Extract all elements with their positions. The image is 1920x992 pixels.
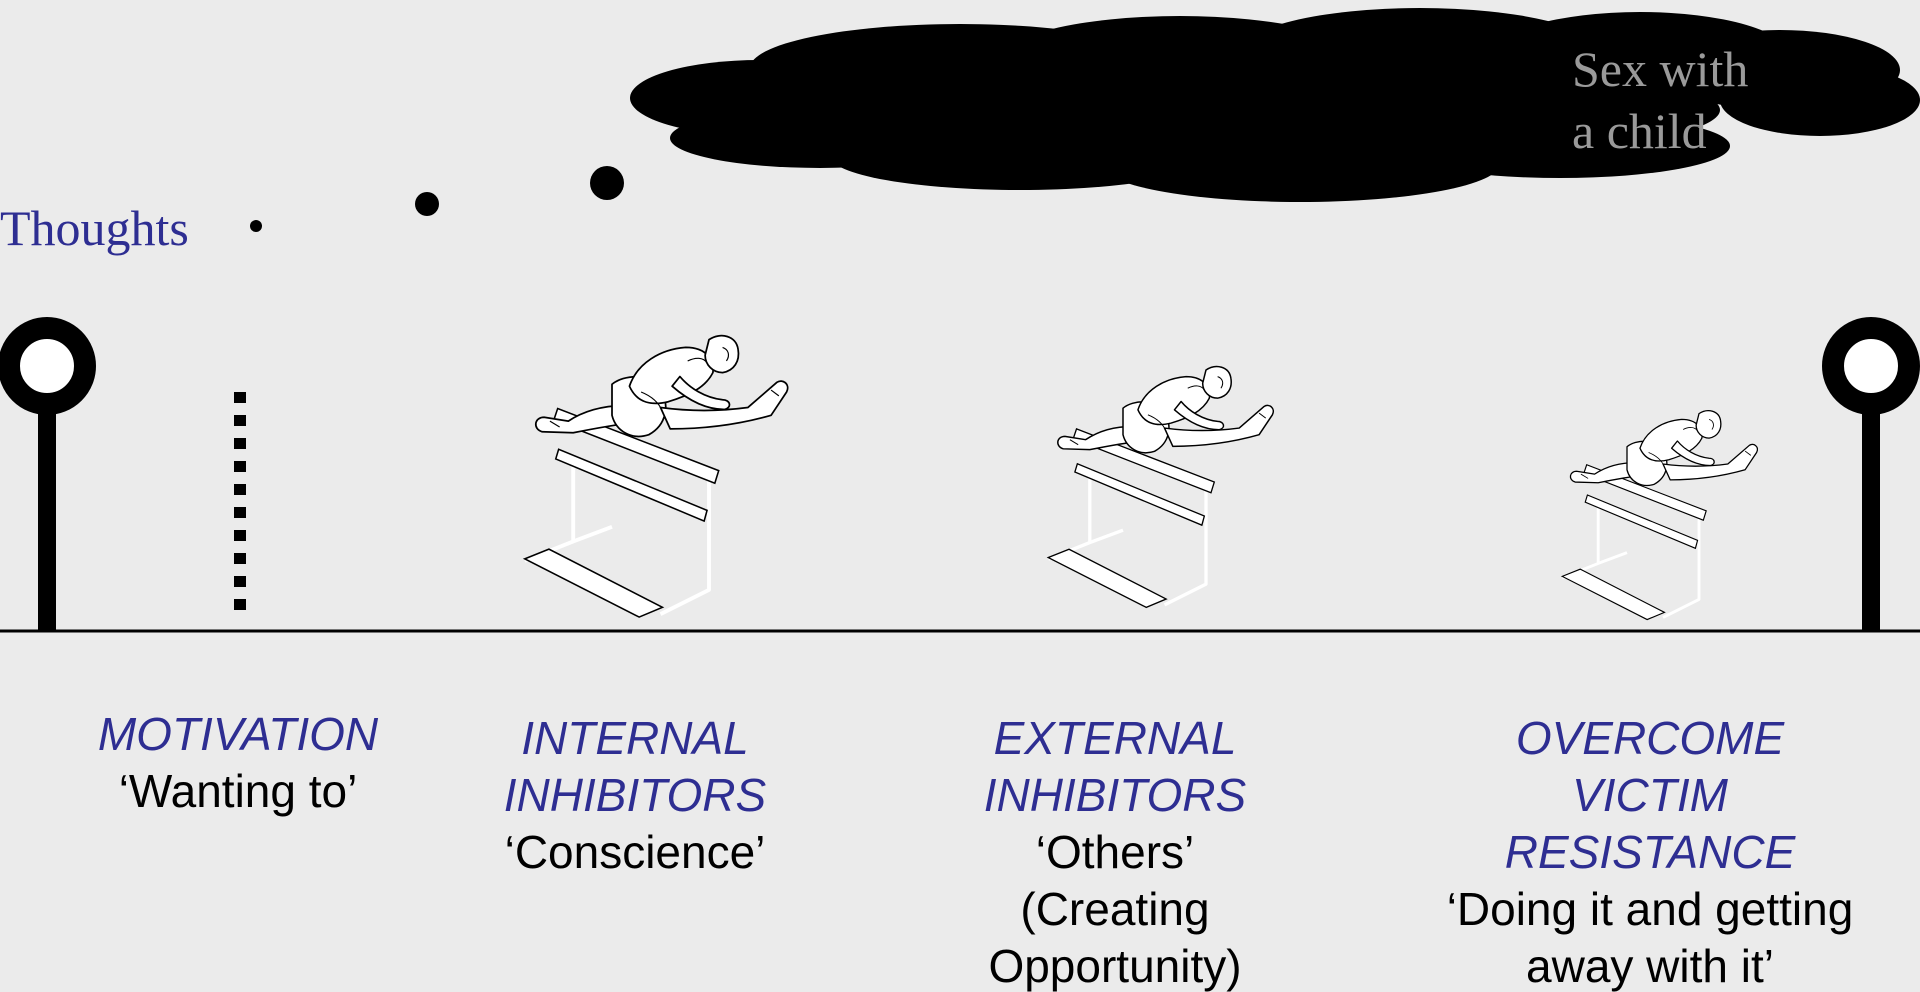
hurdler-icon-overcome xyxy=(1562,411,1757,620)
hurdler-icon-external xyxy=(1048,367,1273,608)
hurdler-icon-internal xyxy=(525,336,788,617)
stage-description: ‘Wanting to’ xyxy=(60,763,416,820)
stage-label-motivation: MOTIVATION ‘Wanting to’ xyxy=(60,706,416,820)
stage-description: ‘Others’ xyxy=(950,824,1280,881)
thought-bubbles xyxy=(250,166,624,232)
stage-title: INHIBITORS xyxy=(950,767,1280,824)
stage-title: EXTERNAL xyxy=(950,710,1280,767)
stage-description: (Creating xyxy=(950,881,1280,938)
stage-description: ‘Conscience’ xyxy=(470,824,800,881)
stage-title: INTERNAL xyxy=(470,710,800,767)
thoughts-label: Thoughts xyxy=(0,198,189,258)
start-post-icon xyxy=(9,328,85,632)
cloud-text-line: a child xyxy=(1572,100,1748,162)
stage-label-external-inhibitors: EXTERNAL INHIBITORS ‘Others’ (Creating O… xyxy=(950,710,1280,992)
stage-description: Opportunity) xyxy=(950,938,1280,992)
finish-post-icon xyxy=(1833,328,1909,632)
cloud-text-line: Sex with xyxy=(1572,38,1748,100)
stage-title: VICTIM xyxy=(1400,767,1900,824)
stage-title: MOTIVATION xyxy=(60,706,416,763)
cloud-text: Sex with a child xyxy=(1572,38,1748,162)
stage-label-overcome-victim-resistance: OVERCOME VICTIM RESISTANCE ‘Doing it and… xyxy=(1400,710,1900,992)
stage-description: ‘Doing it and getting xyxy=(1400,881,1900,938)
stage-label-internal-inhibitors: INTERNAL INHIBITORS ‘Conscience’ xyxy=(470,710,800,881)
stage-title: INHIBITORS xyxy=(470,767,800,824)
stage-title: RESISTANCE xyxy=(1400,824,1900,881)
stage-description: away with it’ xyxy=(1400,938,1900,992)
stage-title: OVERCOME xyxy=(1400,710,1900,767)
